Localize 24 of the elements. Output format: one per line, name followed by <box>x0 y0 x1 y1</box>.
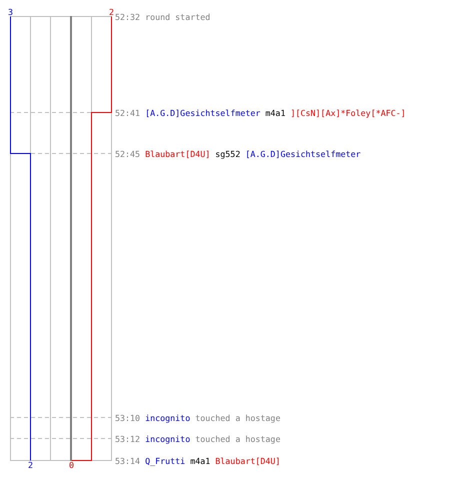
player-name: [A.G.D]Gesichtselfmeter <box>145 108 260 118</box>
player-name: [A.G.D]Gesichtselfmeter <box>245 148 361 158</box>
count-label: 2 <box>108 8 115 16</box>
timestamp: 53:10 <box>115 412 140 422</box>
player-name: Blaubart[D4U] <box>215 456 280 466</box>
count-label: 0 <box>68 461 75 469</box>
player-name: ][CsN][Ax]*Foley[*AFC-] <box>290 108 406 118</box>
timestamp: 52:41 <box>115 108 140 118</box>
timestamp: 53:12 <box>115 434 140 444</box>
weapon-name: m4a1 <box>265 108 286 118</box>
event-text: round started <box>145 12 210 22</box>
count-label: 2 <box>26 461 34 469</box>
player-name: incognito <box>145 412 190 422</box>
player-name: Blaubart[D4U] <box>145 148 210 158</box>
timestamp: 52:45 <box>115 148 140 158</box>
event-text: touched a hostage <box>195 434 280 444</box>
player-name: Q_Frutti <box>145 456 186 466</box>
count-label: 3 <box>6 8 14 16</box>
weapon-name: m4a1 <box>190 456 210 466</box>
weapon-name: sg552 <box>215 148 240 158</box>
player-name: incognito <box>145 434 190 444</box>
timestamp: 53:14 <box>115 456 140 466</box>
event-text: touched a hostage <box>195 412 280 422</box>
timestamp: 52:32 <box>115 12 140 22</box>
